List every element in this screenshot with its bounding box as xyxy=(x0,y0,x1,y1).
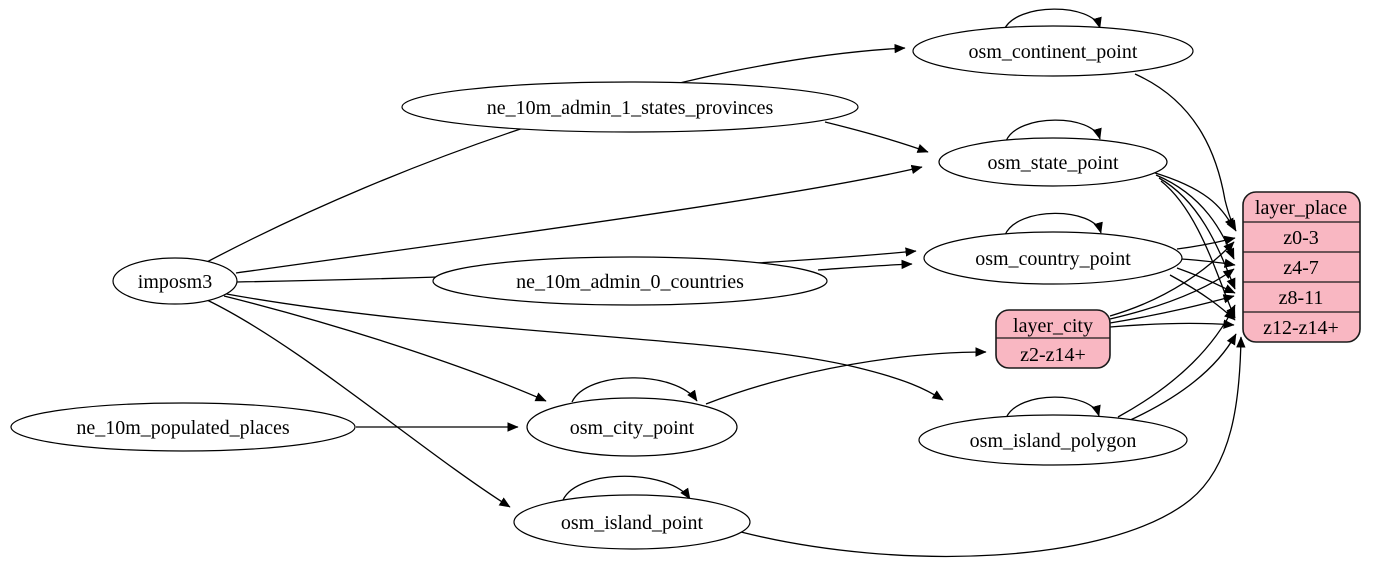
edge-imposm3-osm_island_point xyxy=(206,299,511,508)
edge-selfloop-osm_city_point xyxy=(571,377,698,403)
node-osm_island_polygon-shape xyxy=(918,414,1188,466)
node-osm_continent_point: osm_continent_point xyxy=(912,25,1194,77)
node-ne_10m_admin_0_countries: ne_10m_admin_0_countries xyxy=(432,256,828,306)
edge-ne_10m_admin_0_countries-osm_country_point xyxy=(817,259,913,271)
node-ne_10m_populated_places-shape xyxy=(10,402,356,452)
node-osm_state_point-shape xyxy=(938,137,1168,187)
edge-layer_city-layer_place-z12-z14 xyxy=(1109,319,1235,329)
record-layer_city-title: layer_city xyxy=(1013,315,1093,337)
edges xyxy=(204,8,1246,558)
edge-osm_state_point-layer_place-z0-3 xyxy=(1151,171,1235,230)
edge-selfloop-osm_continent_point xyxy=(1003,8,1102,31)
edge-selfloop-osm_island_polygon xyxy=(1005,396,1101,419)
edge-imposm3-osm_city_point xyxy=(223,295,547,402)
edge-osm_country_point-layer_place-z8-11 xyxy=(1176,267,1236,294)
edge-imposm3-osm_island_polygon xyxy=(220,292,944,401)
edge-imposm3-osm_continent_point xyxy=(204,43,906,264)
edge-layer_city-layer_place-z0-3 xyxy=(1109,241,1235,317)
edge-ne_10m_admin_1_states_provinces-osm_state_point xyxy=(824,121,929,153)
edge-osm_island_polygon-layer_place-z8-11 xyxy=(1117,304,1236,418)
record-layer_place-row-z12-z14: z12-z14+ xyxy=(1263,317,1339,339)
node-ne_10m_admin_0_countries-label: ne_10m_admin_0_countries xyxy=(516,271,744,293)
node-osm_island_polygon: osm_island_polygon xyxy=(918,414,1188,466)
edge-layer_city-layer_place-z4-7 xyxy=(1109,268,1235,320)
node-osm_city_point-label: osm_city_point xyxy=(570,417,695,439)
record-layer_place-box xyxy=(1242,191,1361,343)
record-layer_city-row-z2-z14: z2-z14+ xyxy=(1020,344,1086,366)
node-imposm3: imposm3 xyxy=(112,257,238,305)
node-osm_country_point-shape xyxy=(923,231,1183,285)
node-osm_continent_point-shape xyxy=(912,25,1194,77)
node-imposm3-label: imposm3 xyxy=(138,271,212,293)
record-layer_place-row-z0-3: z0-3 xyxy=(1283,227,1319,249)
record-layer_place-title: layer_place xyxy=(1255,197,1347,219)
node-osm_island_polygon-label: osm_island_polygon xyxy=(970,430,1137,452)
edge-osm_city_point-layer_city xyxy=(705,347,987,405)
record-layer_place-row-z8-11: z8-11 xyxy=(1279,287,1324,309)
record-layer_place-row-z4-7: z4-7 xyxy=(1283,257,1319,279)
edge-selfloop-osm_country_point xyxy=(1004,212,1103,236)
edge-osm_state_point-layer_place-z12-z14 xyxy=(1160,180,1236,319)
node-osm_city_point: osm_city_point xyxy=(526,397,738,457)
node-ne_10m_admin_1_states_provinces-label: ne_10m_admin_1_states_provinces xyxy=(487,97,774,119)
node-ne_10m_admin_1_states_provinces: ne_10m_admin_1_states_provinces xyxy=(401,81,859,133)
node-osm_state_point: osm_state_point xyxy=(938,137,1168,187)
edge-imposm3-osm_state_point xyxy=(235,164,923,274)
edge-selfloop-osm_island_point xyxy=(562,475,691,501)
node-osm_country_point-label: osm_country_point xyxy=(975,248,1131,270)
edge-osm_country_point-layer_place-z4-7 xyxy=(1180,258,1236,268)
node-ne_10m_admin_0_countries-shape xyxy=(432,256,828,306)
edge-osm_island_point-layer_place-z12-z14 xyxy=(740,336,1246,558)
node-osm_state_point-label: osm_state_point xyxy=(987,152,1119,174)
record-layer_city-box xyxy=(995,309,1111,369)
edge-layer_city-layer_place-z8-11 xyxy=(1109,294,1235,324)
node-ne_10m_populated_places: ne_10m_populated_places xyxy=(10,402,356,452)
node-osm_island_point: osm_island_point xyxy=(513,494,751,550)
node-osm_island_point-label: osm_island_point xyxy=(561,512,704,534)
edge-osm_island_polygon-layer_place-z12-z14 xyxy=(1125,333,1237,423)
node-osm_continent_point-label: osm_continent_point xyxy=(969,41,1138,63)
node-ne_10m_populated_places-label: ne_10m_populated_places xyxy=(76,417,289,439)
edge-osm_state_point-layer_place-z4-7 xyxy=(1155,174,1235,260)
edge-osm_state_point-layer_place-z8-11 xyxy=(1158,177,1236,290)
record-layer_place: layer_place z0-3 z4-7 z8-11 z12-z14+ xyxy=(1242,191,1361,343)
node-osm_city_point-shape xyxy=(526,397,738,457)
node-osm_country_point: osm_country_point xyxy=(923,231,1183,285)
node-imposm3-shape xyxy=(112,257,238,305)
edge-osm_country_point-layer_place-z12-z14 xyxy=(1169,274,1236,321)
node-osm_island_point-shape xyxy=(513,494,751,550)
record-layer_city: layer_city z2-z14+ xyxy=(995,309,1111,369)
node-ne_10m_admin_1_states_provinces-shape xyxy=(401,81,859,133)
edge-osm_country_point-layer_place-z0-3 xyxy=(1176,235,1236,250)
edge-selfloop-osm_state_point xyxy=(1005,119,1102,142)
